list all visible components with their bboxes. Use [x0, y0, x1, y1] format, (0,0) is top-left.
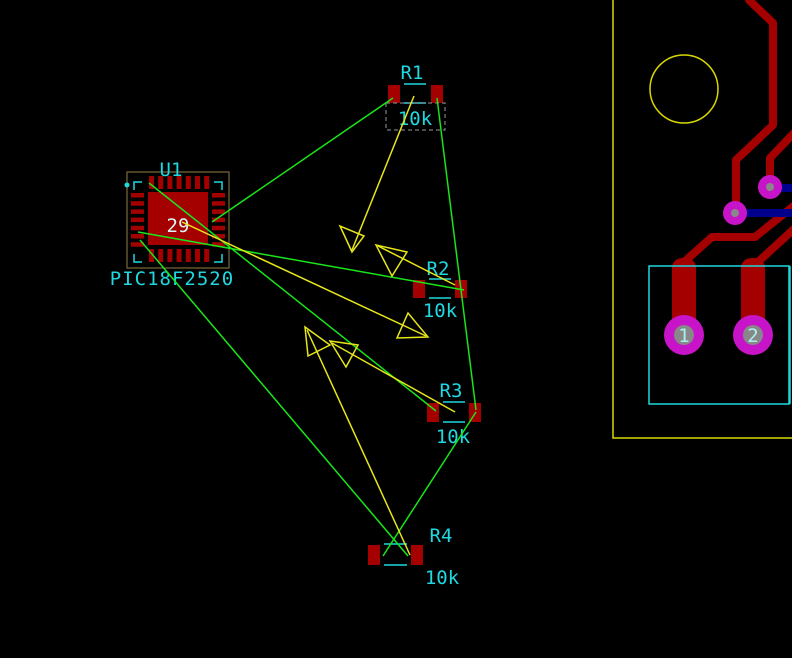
- footprint-u1[interactable]: 29 U1 PIC18F2520: [110, 159, 234, 290]
- pad-number: 1: [678, 325, 689, 347]
- move-vectors: [181, 95, 456, 556]
- u1-pad[interactable]: [204, 249, 210, 262]
- ratsnest-line: [139, 239, 409, 557]
- reference-label: R4: [430, 525, 453, 547]
- u1-pad[interactable]: [158, 176, 164, 189]
- u1-pad[interactable]: [212, 242, 225, 247]
- u1-pad[interactable]: [167, 176, 173, 189]
- pad-number: 29: [167, 215, 190, 237]
- u1-pad[interactable]: [131, 209, 144, 214]
- u1-pad[interactable]: [131, 242, 144, 247]
- trace: [732, 0, 777, 216]
- ratsnest-line: [148, 182, 437, 412]
- u1-pad[interactable]: [204, 176, 210, 189]
- value-label: PIC18F2520: [110, 268, 234, 290]
- ratsnest: [137, 97, 477, 557]
- traces[interactable]: [672, 0, 792, 336]
- trace: [680, 202, 792, 266]
- u1-pad[interactable]: [149, 176, 154, 189]
- value-label: 10k: [398, 108, 433, 130]
- u1-pad[interactable]: [131, 193, 144, 198]
- u1-pad[interactable]: [212, 217, 225, 223]
- u1-pad[interactable]: [176, 249, 182, 262]
- u1-pad[interactable]: [212, 234, 225, 239]
- u1-pad[interactable]: [131, 234, 144, 239]
- u1-pad[interactable]: [212, 209, 225, 214]
- u1-pad[interactable]: [195, 176, 200, 189]
- ratsnest-line: [382, 411, 477, 557]
- u1-pad[interactable]: [158, 249, 164, 262]
- board-edge: [612, 0, 792, 439]
- u1-pad[interactable]: [212, 193, 225, 198]
- via[interactable]: [723, 201, 747, 225]
- reference-label: U1: [160, 159, 183, 181]
- u1-pad[interactable]: [131, 217, 144, 223]
- reference-label: R3: [440, 380, 463, 402]
- reference-label: R2: [427, 258, 450, 280]
- u1-pad[interactable]: [131, 201, 144, 206]
- via[interactable]: [758, 175, 782, 199]
- u1-pad[interactable]: [176, 176, 182, 189]
- u1-pad[interactable]: [185, 249, 191, 262]
- connector-pad-1[interactable]: 1: [664, 315, 704, 355]
- value-label: 10k: [425, 567, 460, 589]
- trace: [754, 225, 792, 266]
- u1-pad[interactable]: [195, 249, 200, 262]
- pin1-marker: [124, 182, 130, 188]
- u1-pad[interactable]: [212, 201, 225, 206]
- connector-pad-2[interactable]: 2: [733, 315, 773, 355]
- footprint-r1[interactable]: R1 10k: [385, 62, 446, 131]
- ratsnest-line: [211, 97, 394, 223]
- value-label: 10k: [436, 426, 471, 448]
- u1-pad[interactable]: [149, 249, 154, 262]
- reference-label: R1: [401, 62, 424, 84]
- u1-pad[interactable]: [131, 225, 144, 231]
- u1-pad[interactable]: [185, 176, 191, 189]
- ratsnest-line: [137, 231, 465, 291]
- u1-pad[interactable]: [212, 225, 225, 231]
- footprint-r2[interactable]: R2 10k: [413, 258, 467, 322]
- connector-footprint[interactable]: 1 2: [648, 265, 791, 405]
- value-label: 10k: [423, 300, 458, 322]
- u1-pad[interactable]: [167, 249, 173, 262]
- pad-number: 2: [747, 325, 758, 347]
- mounting-hole[interactable]: [649, 54, 719, 124]
- footprint-r4[interactable]: R4 10k: [368, 525, 460, 589]
- ratsnest-line: [436, 97, 477, 411]
